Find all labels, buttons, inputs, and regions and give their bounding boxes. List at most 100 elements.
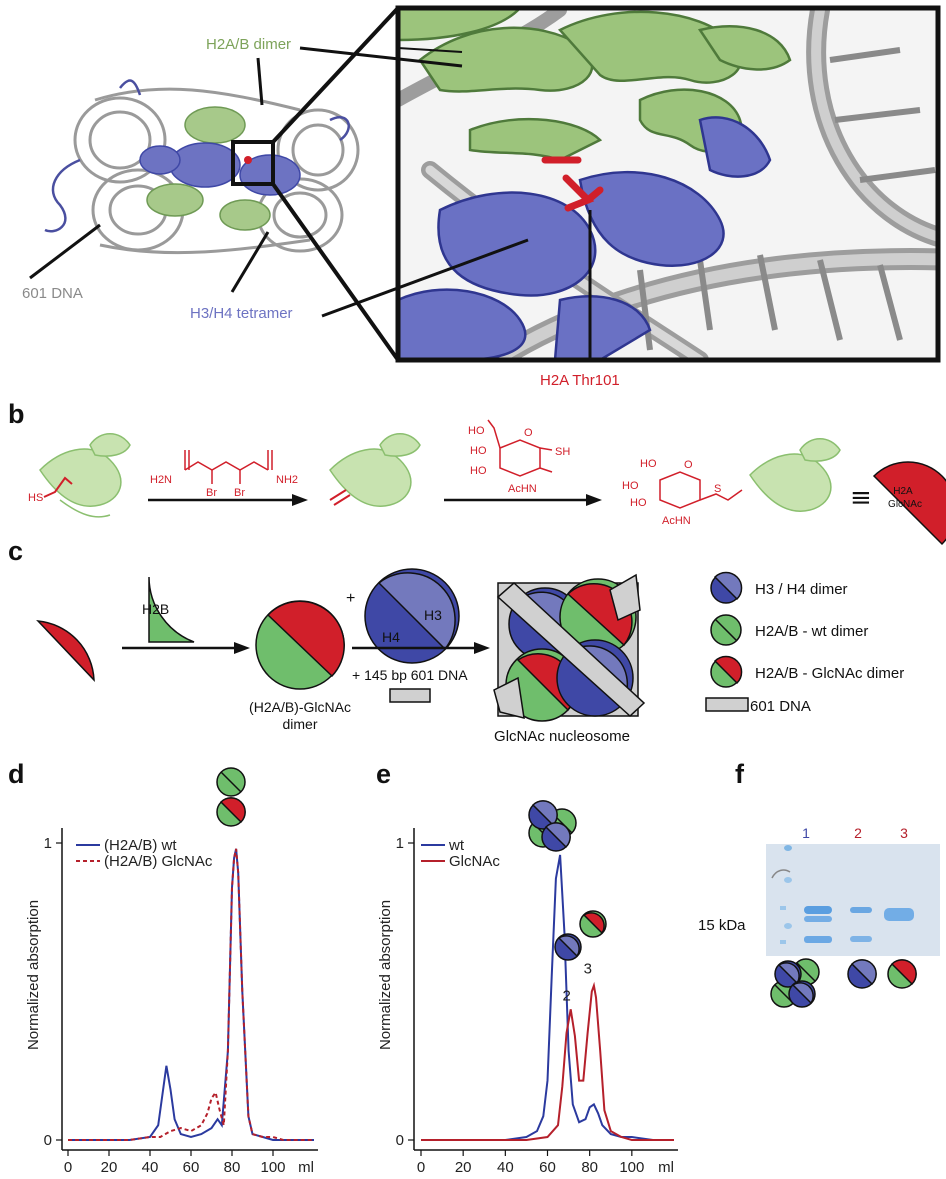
chem-nh2: NH2 [276,474,298,486]
x-tick-label: 40 [497,1159,514,1176]
svg-text:H4: H4 [382,629,400,645]
legend-label-1: (H2A/B) wt [104,837,177,854]
h2a-glcnac-half [36,620,95,682]
panel-label-d: d [8,759,25,789]
chem-sh: SH [555,446,570,458]
nucleosome-structure-overview [44,79,360,255]
x-tick-label: 80 [581,1159,598,1176]
series-line-1 [421,854,674,1141]
gel-image [766,844,940,956]
zoom-frame [395,5,941,363]
lane-label-2: 2 [854,825,862,841]
panel-label-e: e [376,759,391,789]
reagent-thioglucose [487,419,553,477]
series-line-2 [68,848,314,1141]
x-tick-label: 100 [619,1159,644,1176]
svg-text:H3: H3 [424,607,442,623]
nucleosome-label: GlcNAc nucleosome [494,728,630,745]
plus-dna-label: + 145 bp 601 DNA [352,667,468,683]
y-tick-label: 0 [396,1132,404,1149]
icon-octamer-e [528,800,577,852]
gel-icons [770,958,917,1008]
y-axis-label: Normalized absorption [377,900,394,1050]
label-h2a-thr101: H2A Thr101 [540,372,620,389]
product-glycoprotein [659,471,743,509]
peak-label-1: 2 [563,987,571,1004]
x-tick-label: 20 [455,1159,472,1176]
series-line-2 [421,981,674,1141]
legend-item-h2ab-glcnac: H2A/B - GlcNAc dimer [710,655,904,688]
protein-ribbon-2 [329,433,421,507]
panel-label-c: c [8,536,23,566]
x-unit-label: ml [298,1159,314,1176]
dna-rect-small [389,688,431,703]
x-unit-label: ml [658,1159,674,1176]
zoom-box [231,140,275,186]
chem-p-achn: AcHN [662,515,691,527]
zoom-structure-detail [398,8,938,360]
h2b-half: H2B [142,576,195,643]
h2a-glcnac-badge: H2A GlcNAc [872,461,946,546]
y-axis-label: Normalized absorption [25,900,42,1050]
plus-sign: + [346,590,355,607]
chem-ring-o: O [524,427,533,439]
protein-ribbon-3 [749,438,841,512]
x-tick-label: 20 [101,1159,118,1176]
svg-text:H2B: H2B [142,601,169,617]
dimer-label-1: (H2A/B)-GlcNAc [249,699,351,715]
series-line-1 [68,848,314,1141]
label-601-dna: 601 DNA [22,285,83,302]
chem-achn: AcHN [508,483,537,495]
svg-text:H2A/B - GlcNAc dimer: H2A/B - GlcNAc dimer [755,665,904,682]
equivalence-symbol: ≡ [850,483,872,513]
chem-p-s: S [714,483,721,495]
h3h4-circle: H3 H4 [364,568,460,664]
lane-label-3: 3 [900,825,908,841]
x-tick-label: 60 [539,1159,556,1176]
chem-p-ho-3: HO [630,497,647,509]
chem-hs: HS [28,492,43,504]
svg-text:GlcNAc: GlcNAc [888,499,922,510]
panel-label-f: f [735,759,745,789]
y-tick-label: 0 [44,1132,52,1149]
x-tick-label: 0 [417,1159,425,1176]
legend-label-2: (H2A/B) GlcNAc [104,853,213,870]
chem-br-1: Br [206,487,217,499]
icon-h2ab-glcnac-e [579,910,607,938]
icon-stack-d [216,767,246,827]
legend-item-h2ab-wt: H2A/B - wt dimer [710,614,868,646]
chem-h2n: H2N [150,474,172,486]
protein-ribbon-1 [39,433,131,518]
lane-label-1: 1 [802,825,810,841]
x-tick-label: 40 [142,1159,159,1176]
chem-br-2: Br [234,487,245,499]
label-h2ab-dimer: H2A/B dimer [206,36,291,53]
chem-p-o: O [684,459,693,471]
svg-text:H2A: H2A [893,486,913,497]
chem-ho-2: HO [470,445,487,457]
legend-item-h3h4: H3 / H4 dimer [710,571,848,604]
x-tick-label: 80 [224,1159,241,1176]
label-h3h4-tetramer: H3/H4 tetramer [190,305,293,322]
legend-item-dna: 601 DNA [705,697,811,715]
y-tick-label: 1 [396,835,404,852]
dimer-label-2: dimer [282,716,317,732]
glcnac-nucleosome-diagram [493,573,646,722]
reagent-dibromide [184,450,273,484]
y-tick-label: 1 [44,835,52,852]
marker-15kda: 15 kDa [698,917,746,934]
x-tick-label: 0 [64,1159,72,1176]
chem-p-ho-1: HO [640,458,657,470]
svg-text:601 DNA: 601 DNA [750,698,811,715]
x-tick-label: 60 [183,1159,200,1176]
legend-label-1: wt [448,837,465,854]
dimer-circle [255,600,345,690]
chem-p-ho-2: HO [622,480,639,492]
panel-label-b: b [8,399,25,429]
svg-text:H3 / H4 dimer: H3 / H4 dimer [755,581,848,598]
chem-ho-3: HO [470,465,487,477]
svg-text:H2A/B - wt dimer: H2A/B - wt dimer [755,623,868,640]
